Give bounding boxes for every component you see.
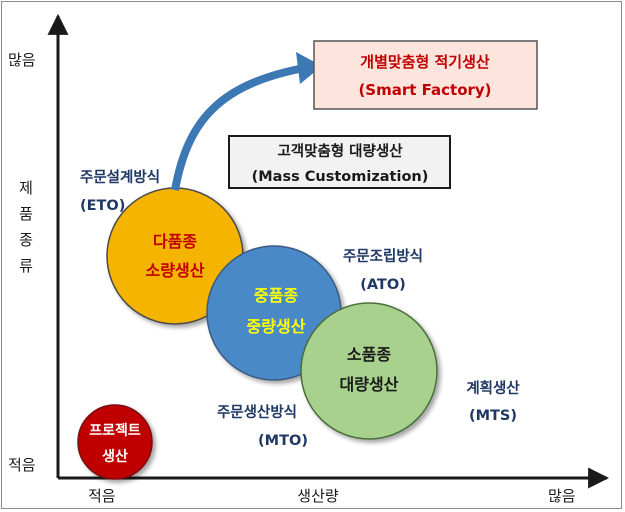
high-variety-circle: 다품종 소량생산	[106, 187, 244, 325]
project-line1: 프로젝트	[89, 422, 141, 439]
low-variety-line1: 소품종	[347, 345, 391, 364]
mid-variety-line1: 중품종	[254, 286, 298, 305]
mass-customization-subtitle: (Mass Customization)	[252, 169, 429, 185]
x-low-label: 적음	[88, 487, 116, 505]
low-variety-circle: 소품종 대량생산	[300, 302, 438, 440]
y-axis-title: 제 품 종 류	[19, 179, 33, 275]
x-high-label: 많음	[548, 487, 576, 505]
project-line2: 생산	[102, 448, 128, 465]
y-high-label: 많음	[8, 51, 36, 69]
smart-factory-title: 개별맞춤형 적기생산	[360, 53, 490, 71]
mto-label: 주문생산방식	[217, 403, 297, 421]
smart-factory-box	[313, 40, 538, 110]
y-axis-title-char: 제	[19, 179, 33, 197]
ato-label: 주문조립방식	[343, 247, 423, 265]
mto-code: (MTO)	[258, 433, 308, 449]
mass-customization-title: 고객맞춤형 대량생산	[277, 142, 403, 160]
x-axis-title: 생산량	[297, 487, 339, 505]
evolution-arrow	[171, 64, 305, 191]
mts-code: (MTS)	[469, 408, 517, 424]
evolution-arrowhead	[296, 52, 322, 84]
eto-code: (ETO)	[80, 198, 125, 214]
y-axis-title-char: 종	[19, 231, 33, 249]
mid-variety-line2: 중량생산	[247, 317, 306, 336]
project-circle: 프로젝트 생산	[77, 404, 153, 480]
mts-label: 계획생산	[466, 379, 520, 397]
high-variety-line1: 다품종	[153, 232, 197, 251]
y-low-label: 적음	[8, 456, 36, 474]
ato-code: (ATO)	[360, 277, 406, 293]
low-variety-line2: 대량생산	[340, 375, 399, 394]
smart-factory-subtitle: (Smart Factory)	[358, 81, 491, 99]
high-variety-line2: 소량생산	[146, 261, 205, 280]
eto-label: 주문설계방식	[80, 168, 160, 186]
mass-customization-box	[228, 135, 451, 189]
y-axis-title-char: 류	[19, 257, 33, 275]
y-axis-title-char: 품	[19, 205, 33, 223]
